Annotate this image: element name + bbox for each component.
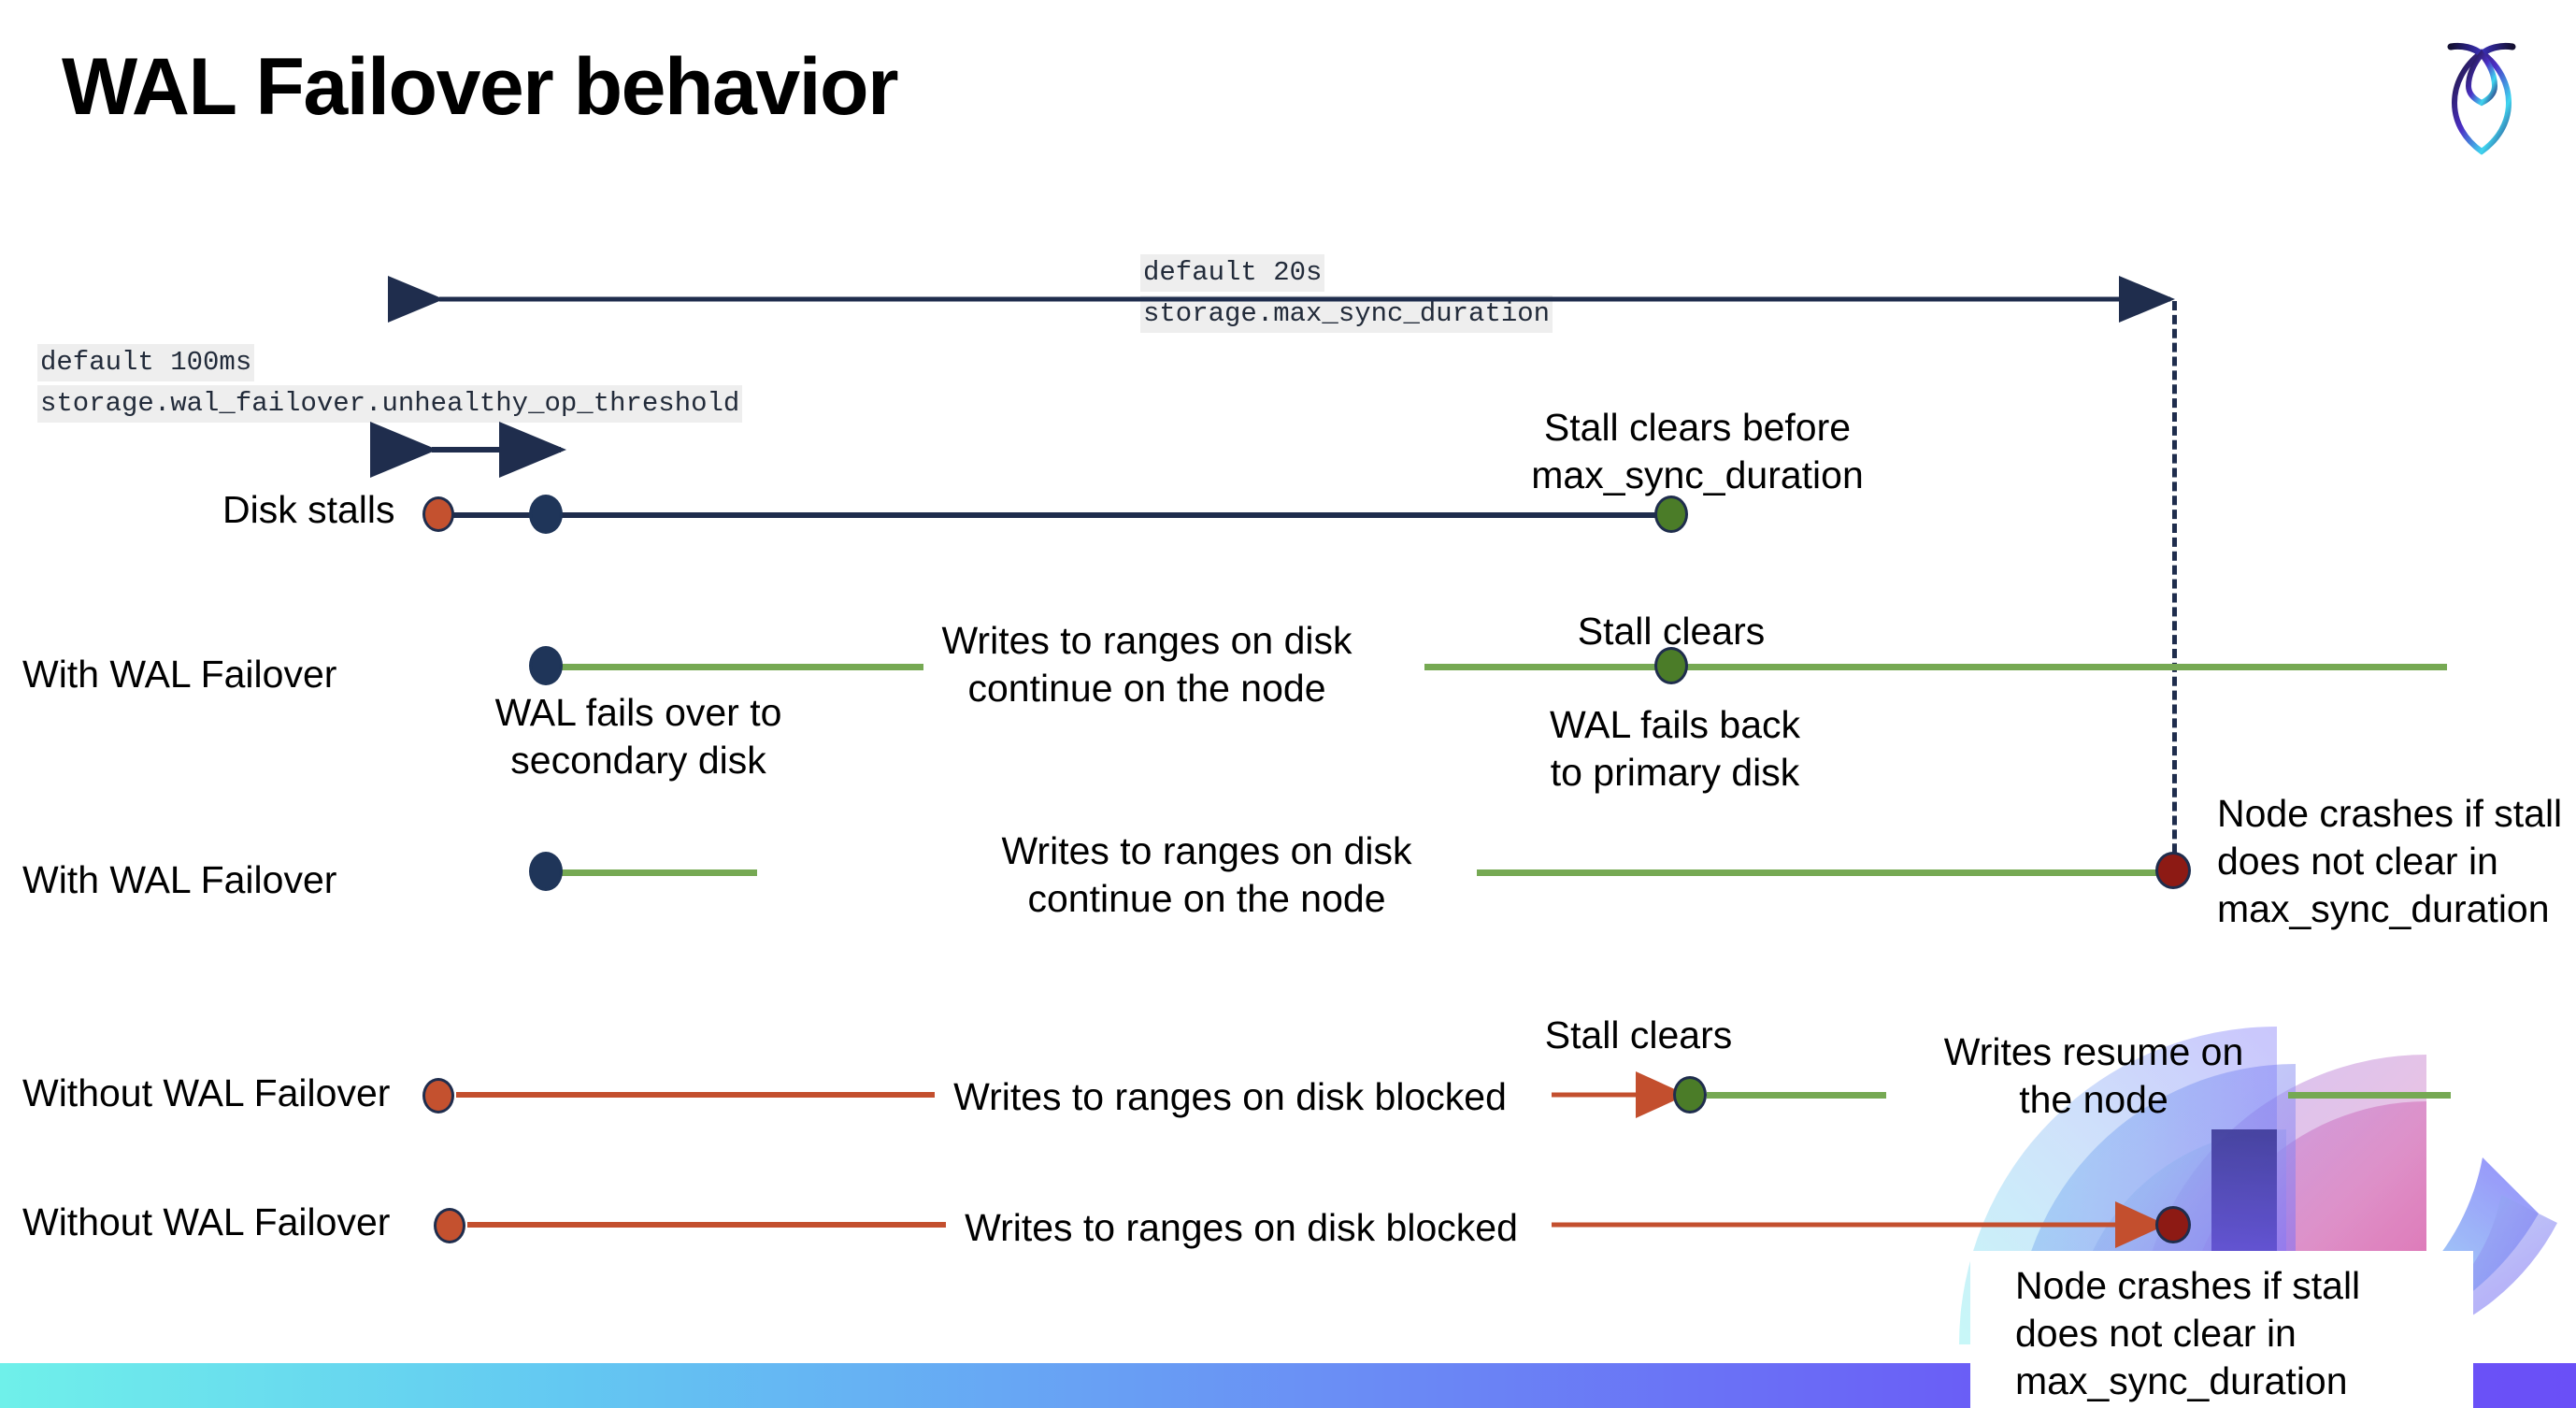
- without-failover-1-blocked-segment: [456, 1092, 935, 1098]
- note-wal-fails-over-to-secondary: WAL fails over to secondary disk: [494, 691, 782, 782]
- note-writes-continue-2: Writes to ranges on disk continue on the…: [1001, 829, 1412, 920]
- max-sync-duration-annotation: default 20s storage.max_sync_duration: [1140, 254, 1553, 333]
- without-failover-2-crash-dot: [2155, 1206, 2191, 1243]
- unhealthy-op-threshold-annotation: default 100ms storage.wal_failover.unhea…: [37, 344, 743, 423]
- note-wal-fails-back-to-primary: WAL fails back to primary disk: [1549, 703, 1801, 794]
- without-failover-1-resume-segment: [1707, 1092, 1886, 1099]
- note-stall-clears-before-max-sync: Stall clears before max_sync_duration: [1531, 406, 1864, 496]
- max-sync-duration-dashed-connector: [2172, 301, 2177, 881]
- without-failover-1-resume-segment-right: [2288, 1092, 2451, 1099]
- disk-stall-clear-dot: [1654, 496, 1688, 533]
- without-failover-2-blocked-segment: [467, 1222, 946, 1228]
- with-failover-2-start-dot: [529, 852, 563, 891]
- page-title: WAL Failover behavior: [62, 42, 899, 132]
- unhealthy-threshold-setting: storage.wal_failover.unhealthy_op_thresh…: [37, 385, 743, 423]
- wal-failover-trigger-dot: [529, 495, 563, 534]
- without-failover-2-start-dot: [434, 1208, 465, 1243]
- note-writes-blocked-1: Writes to ranges on disk blocked: [953, 1075, 1507, 1118]
- max-sync-duration-default: default 20s: [1140, 254, 1325, 292]
- row-label-with-wal-failover-2: With WAL Failover: [22, 858, 337, 901]
- cockroachdb-logo-icon: [2423, 22, 2540, 161]
- note-node-crashes-1: Node crashes if stall does not clear in …: [2217, 792, 2563, 930]
- with-failover-1-segment-right: [1424, 664, 2447, 670]
- max-sync-duration-setting: storage.max_sync_duration: [1140, 295, 1553, 333]
- note-writes-resume-on-node: Writes resume on the node: [1943, 1030, 2244, 1121]
- note-writes-blocked-2: Writes to ranges on disk blocked: [965, 1206, 1518, 1249]
- unhealthy-threshold-default: default 100ms: [37, 344, 255, 381]
- crash-note-panel: [1970, 1251, 2473, 1408]
- row-label-with-wal-failover-1: With WAL Failover: [22, 653, 337, 696]
- with-failover-1-clear-dot: [1654, 647, 1688, 684]
- disk-stall-start-dot: [422, 496, 454, 532]
- with-failover-2-segment-left: [550, 869, 757, 876]
- note-stall-clears-2: Stall clears: [1544, 1013, 1733, 1056]
- without-failover-1-start-dot: [422, 1078, 454, 1113]
- note-writes-continue-1: Writes to ranges on disk continue on the…: [941, 619, 1352, 710]
- with-failover-1-start-dot: [529, 646, 563, 685]
- with-failover-2-segment-right: [1477, 869, 2167, 876]
- row-label-without-wal-failover-2: Without WAL Failover: [22, 1200, 391, 1243]
- note-stall-clears-1: Stall clears: [1577, 610, 1766, 653]
- disk-stalls-timeline: [443, 512, 1675, 518]
- row-label-disk-stalls: Disk stalls: [222, 488, 395, 531]
- row-label-without-wal-failover-1: Without WAL Failover: [22, 1071, 391, 1114]
- with-failover-2-crash-dot: [2155, 852, 2191, 889]
- without-failover-1-clear-dot: [1673, 1076, 1707, 1113]
- note-node-crashes-2: Node crashes if stall does not clear in …: [2015, 1264, 2361, 1402]
- with-failover-1-segment-left: [550, 664, 923, 670]
